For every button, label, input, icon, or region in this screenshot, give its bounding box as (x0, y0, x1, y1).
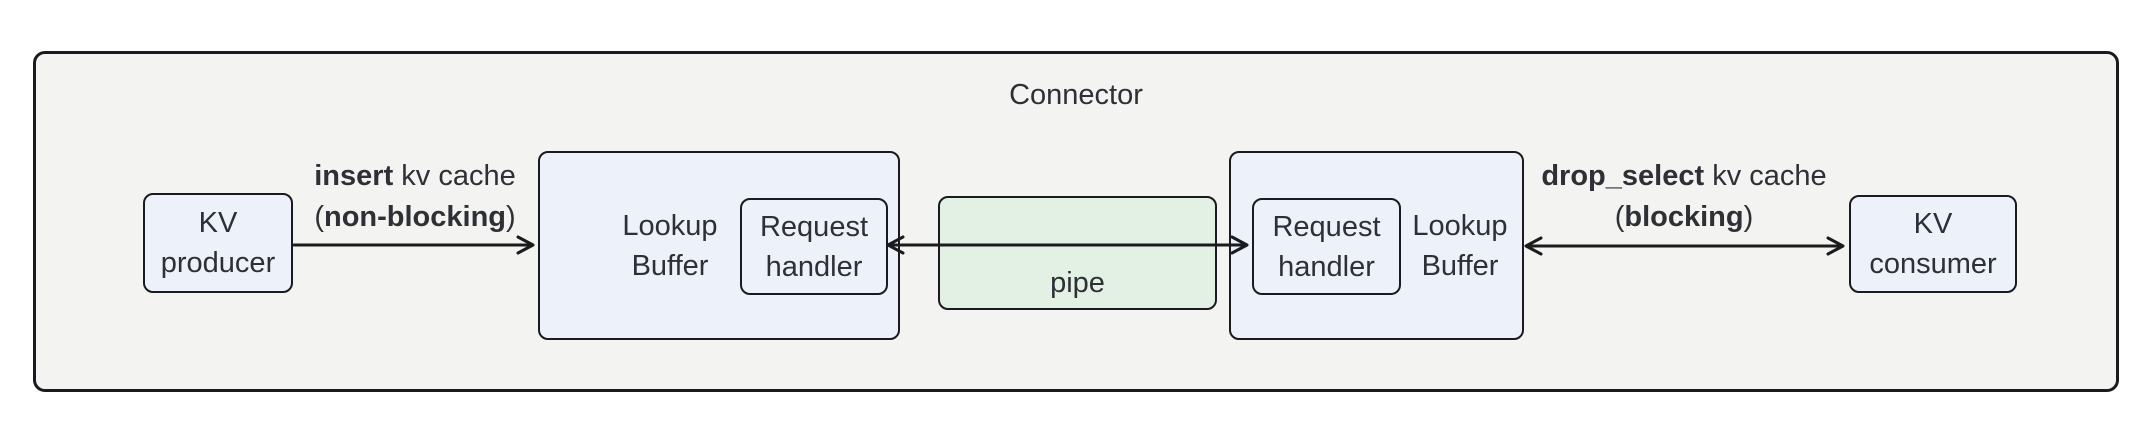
kv-producer-node: KV producer (143, 193, 293, 293)
pipe-label: pipe (1050, 267, 1105, 299)
lookup-buffer-right-label: Lookup Buffer (1385, 153, 1535, 338)
kv-producer-label-line2: producer (160, 247, 276, 279)
lookup-buffer-left-label-line2: Buffer (631, 249, 709, 282)
kv-consumer-node: KV consumer (1849, 195, 2017, 293)
drop-select-edge-label-line2: (blocking) (1614, 201, 1754, 233)
request-handler-left-label-line1: Request (759, 210, 868, 243)
kv-producer-label-line1: KV (198, 207, 238, 239)
connector-title: Connector (1009, 79, 1143, 111)
kv-consumer-label-line2: consumer (1869, 248, 1997, 280)
request-handler-left-label-line2: handler (765, 250, 863, 283)
insert-edge-label: insert kv cache (non-blocking) (215, 156, 615, 238)
request-handler-right-label-line2: handler (1278, 250, 1375, 283)
insert-edge-label-line1: insert kv cache (314, 160, 516, 192)
drop-select-edge-label-line1: drop_select kv cache (1541, 160, 1827, 192)
kv-consumer-label-line1: KV (1913, 208, 1953, 240)
lookup-buffer-right-node: Request handler Lookup Buffer (1229, 151, 1524, 340)
lookup-buffer-left-label: Lookup Buffer (595, 153, 745, 338)
lookup-buffer-right-label-line1: Lookup (1412, 209, 1508, 242)
request-handler-left-node: Request handler (740, 198, 888, 295)
pipe-node: pipe (938, 196, 1217, 310)
lookup-buffer-right-label-line2: Buffer (1421, 249, 1499, 282)
lookup-buffer-left-node: Lookup Buffer Request handler (538, 151, 900, 340)
lookup-buffer-left-label-line1: Lookup (622, 209, 718, 242)
request-handler-right-node: Request handler (1252, 198, 1401, 295)
insert-edge-label-line2: (non-blocking) (314, 201, 516, 233)
request-handler-right-label-line1: Request (1272, 210, 1381, 243)
drop-select-edge-label: drop_select kv cache (blocking) (1484, 156, 1884, 238)
